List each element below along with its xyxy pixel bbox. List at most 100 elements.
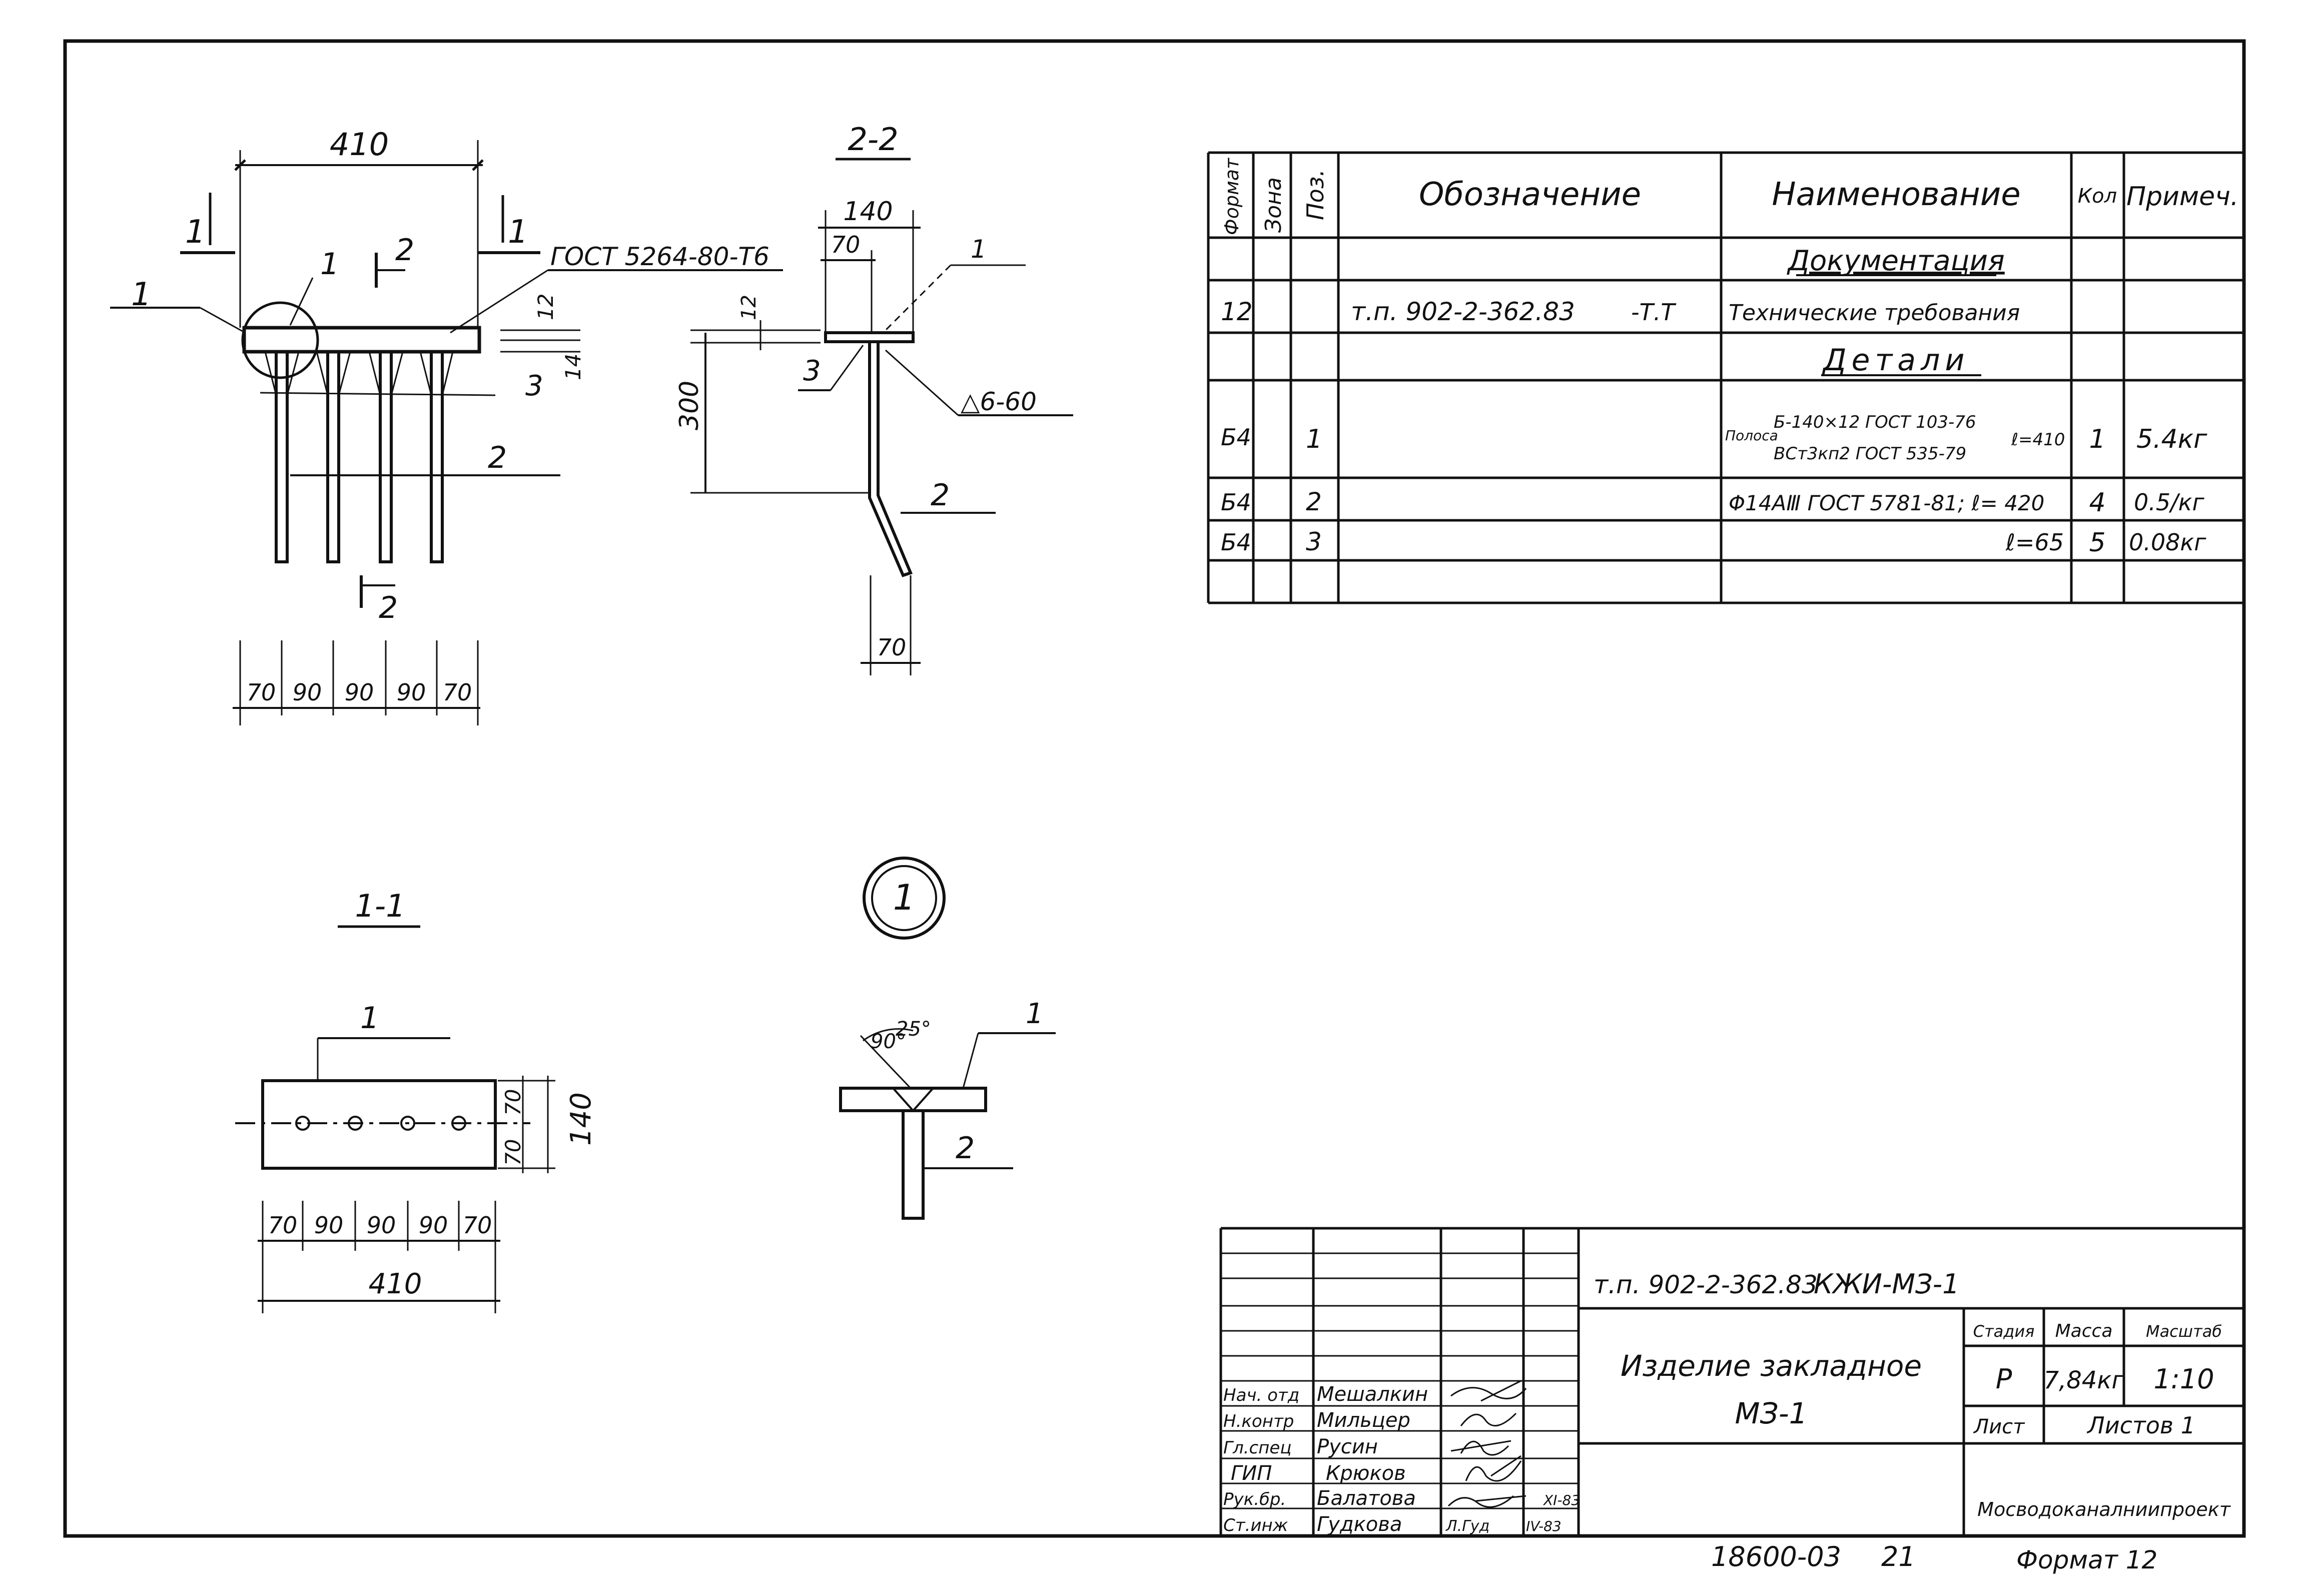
plan-spacing-4: 90: [419, 1212, 448, 1239]
staff-name-3: Русин: [1317, 1435, 1378, 1458]
item-name-2: МЗ-1: [1735, 1396, 1807, 1430]
staff-role-5: Рук.бр.: [1223, 1489, 1286, 1509]
staff-date-5: XI-83: [1543, 1492, 1580, 1508]
row-3-note: 0.5/кг: [2134, 489, 2204, 516]
staff-role-1: Нач. отд: [1223, 1385, 1299, 1405]
pos-1-label-2: 1: [971, 235, 987, 264]
pos-1-label-3: 1: [360, 1001, 379, 1036]
staff-name-5: Балатова: [1317, 1487, 1416, 1510]
dim-70-b: 70: [501, 1139, 525, 1166]
section-1-1-title: 1-1: [355, 888, 405, 924]
mass-label: Масса: [2055, 1321, 2113, 1341]
row-1-code: -Т.Т: [1631, 299, 1677, 326]
section-parts: Детали: [1822, 343, 1970, 378]
hdr-qty: Кол: [2078, 185, 2117, 208]
project-code: т.п. 902-2-362.83: [1594, 1270, 1818, 1299]
plan-spacing-3: 90: [367, 1212, 396, 1239]
row-4-name: ℓ=65: [2005, 529, 2064, 556]
row-2-note: 5.4кг: [2136, 424, 2207, 454]
row-3-format: Б4: [1221, 489, 1251, 516]
hdr-designation: Обозначение: [1419, 176, 1641, 213]
row-2-qty: 1: [2089, 424, 2105, 454]
row-1-designation: т.п. 902-2-362.83: [1351, 297, 1575, 326]
sheet-frame: [63, 39, 2246, 1538]
staff-name-4: Крюков: [1326, 1462, 1406, 1485]
staff-date-6: IV-83: [1526, 1518, 1562, 1534]
dim-70-a: 70: [501, 1089, 525, 1116]
row-3-qty: 4: [2089, 488, 2105, 518]
node-1-detail: 90° 25° 1 2: [839, 998, 1056, 1220]
item-name-1: Изделие закладное: [1621, 1349, 1922, 1383]
staff-role-3: Гл.спец: [1223, 1438, 1291, 1458]
angle-25: 25°: [896, 1018, 931, 1041]
dim-140: 140: [843, 197, 893, 227]
plan-overall: 410: [369, 1268, 422, 1300]
spec-table: Формат Зона Поз. Обозначение Наименовани…: [1207, 151, 2244, 604]
pos-3-label-2: 3: [803, 355, 821, 387]
main-view: 410 1 1 2 1 1 ГОСТ 5264-80-Т6: [110, 126, 783, 725]
scale-value: 1:10: [2153, 1363, 2214, 1395]
hdr-zone: Зона: [1261, 177, 1286, 233]
spacing-1: 70: [247, 679, 276, 706]
hdr-name: Наименование: [1772, 176, 2020, 213]
title-block: Нач. отд Мешалкин Н.контр Мильцер Гл.спе…: [1219, 1227, 2244, 1536]
organization: Мосводоканалниипроект: [1977, 1498, 2231, 1520]
sheet-code: КЖИ-МЗ-1: [1814, 1268, 1959, 1300]
row-2-line1: Б-140×12 ГОСТ 103-76: [1774, 412, 1976, 432]
node-1-title: 1: [863, 857, 946, 940]
row-4-pos: 3: [1306, 527, 1322, 556]
sheets-label: Листов 1: [2086, 1412, 2195, 1439]
row-4-note: 0.08кг: [2129, 529, 2206, 556]
node-1-marker: [241, 301, 319, 379]
staff-role-6: Ст.инж: [1223, 1515, 1288, 1535]
dim-12: 12: [737, 295, 760, 320]
dim-300: 300: [674, 381, 704, 430]
section-mark-bottom: 2: [379, 590, 398, 625]
section-2-2: 2-2 140 70 12 300 3 1 △6-60 2 70: [674, 121, 1073, 675]
plate-main: [242, 326, 481, 354]
dim-140-plan: 140: [565, 1092, 597, 1146]
row-2-format: Б4: [1221, 424, 1251, 451]
hdr-format: Формат: [1221, 157, 1243, 235]
signatures: [1447, 1380, 1527, 1508]
row-2-pos: 1: [1306, 424, 1322, 454]
inventory-number: 18600-03: [1711, 1541, 1841, 1572]
anchor-bars: [275, 350, 444, 563]
overall-dim-label: 410: [330, 126, 389, 163]
node-pos-2: 2: [956, 1131, 975, 1166]
section-docs: Документация: [1786, 245, 2004, 277]
node-pos-1: 1: [1026, 998, 1044, 1030]
node-1-number: 1: [893, 877, 916, 918]
hdr-note: Примеч.: [2126, 182, 2238, 212]
row-2-length: ℓ=410: [2011, 430, 2065, 450]
spacing-4: 90: [397, 679, 426, 706]
spacing-5: 70: [443, 679, 472, 706]
row-4-format: Б4: [1221, 529, 1251, 556]
angle-90: 90°: [871, 1030, 906, 1053]
weld-symbol: △6-60: [961, 387, 1037, 416]
pos-2-label-2: 2: [931, 478, 950, 513]
staff-role-4: ГИП: [1231, 1462, 1272, 1485]
row-2-prefix: Полоса: [1725, 427, 1778, 444]
spacing-2: 90: [293, 679, 322, 706]
thk-12-label: 12: [533, 294, 558, 320]
pos-3-label: 3: [525, 370, 543, 402]
cut-mark-right: 1: [508, 214, 528, 251]
staff-name-1: Мешалкин: [1317, 1383, 1428, 1406]
bar-section: [868, 340, 913, 577]
thk-14-label: 14: [561, 354, 585, 380]
hdr-pos: Поз.: [1302, 169, 1329, 220]
staff-sign-6: Л.Гуд: [1445, 1517, 1489, 1535]
section-1-1: 1-1 1 70 70 140 70 90 90 90: [235, 888, 597, 1313]
sheet-label: Лист: [1973, 1415, 2025, 1438]
section-2-2-title: 2-2: [848, 121, 898, 158]
plate-plan: [261, 1079, 497, 1170]
page-number: 21: [1881, 1541, 1916, 1572]
sheet-format: Формат 12: [2016, 1545, 2157, 1574]
row-2-line2: ВСт3кп2 ГОСТ 535-79: [1774, 444, 1966, 464]
row-3-pos: 2: [1306, 487, 1322, 516]
scale-label: Масштаб: [2146, 1322, 2222, 1341]
dim-70-bottom: 70: [877, 634, 907, 661]
pos-2-label: 2: [488, 440, 507, 475]
